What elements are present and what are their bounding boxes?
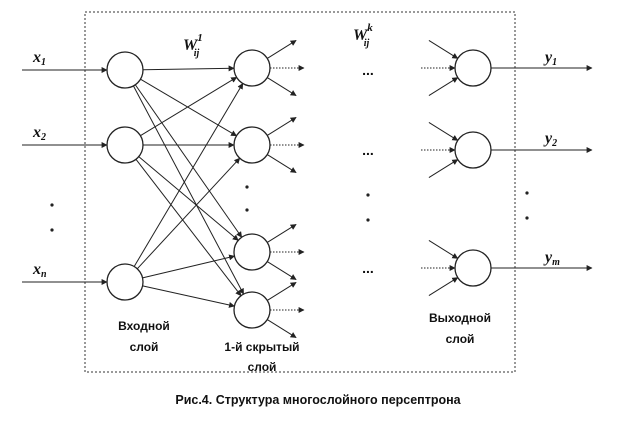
ellipsis-1: ... [362,62,374,78]
output-layer-label-line2: слой [446,332,475,346]
connection-input-2-hidden-1 [140,76,238,137]
connection-input-3-hidden-1 [133,82,244,267]
connection-input-1-hidden-2 [140,78,238,137]
output-label-y1: y1 [543,49,557,68]
connection-input-2-hidden-3 [138,156,239,241]
hidden-neuron-1 [233,49,271,87]
hidden-4-out-arrow-3 [266,319,297,338]
output-2-in-arrow-1 [428,122,459,141]
input-neuron-n [106,263,144,301]
output-3-in-arrow-3 [428,277,459,296]
hidden-2-out-arrow-1 [266,117,297,136]
hidden-3-out-arrow-3 [266,261,297,280]
hidden-3-out-arrow-1 [266,224,297,243]
input-layer-label-line2: слой [130,340,159,354]
io-arrows [22,65,593,285]
hidden-layer-label-line2: слой [248,360,277,374]
output-1-in-arrow-3 [428,77,459,96]
input-label-x1: x1 [32,49,46,68]
connection-input-1-hidden-3 [134,84,243,238]
output-neuron-2 [454,131,492,169]
hidden-neuron-4 [233,291,271,329]
output-label-y2: y2 [543,130,557,149]
connection-input-1-hidden-1 [142,65,235,72]
input-layer-label-line1: Входной [118,319,170,333]
output-neuron-1 [454,49,492,87]
connection-input-3-hidden-4 [142,285,236,308]
network-boundary [84,11,516,373]
hidden-neuron-2 [233,126,271,164]
hidden-1-out-arrow-1 [266,40,297,59]
vertical-dots [50,185,529,232]
hidden-neuron-3 [233,233,271,271]
output-layer [454,49,492,287]
output-1-in-arrow-1 [428,40,459,59]
output-neuron-m [454,249,492,287]
output-label-ym: ym [543,249,560,268]
connection-input-3-hidden-3 [142,254,236,279]
connection-input-1-hidden-4 [132,85,245,295]
fan-out-arrows [266,40,459,338]
connections [132,65,245,308]
input-neuron-2 [106,126,144,164]
figure-caption: Рис.4. Структура многослойного персептро… [175,393,461,407]
hidden-layer [233,49,271,329]
output-2-in-arrow-3 [428,159,459,178]
hidden-4-out-arrow-1 [266,282,297,301]
ellipsis-3: ... [362,260,374,276]
connection-input-2-hidden-4 [135,158,242,297]
connection-input-3-hidden-2 [136,157,241,270]
ellipsis-2: ... [362,142,374,158]
input-label-x2: x2 [32,124,46,143]
output-3-in-arrow-1 [428,240,459,259]
input-layer [106,51,144,301]
input-label-xn: xn [32,261,47,280]
input-neuron-1 [106,51,144,89]
output-layer-label-line1: Выходной [429,311,491,325]
hidden-1-out-arrow-3 [266,77,297,96]
hidden-layer-label-line1: 1-й скрытый [224,340,299,354]
hidden-2-out-arrow-3 [266,154,297,173]
